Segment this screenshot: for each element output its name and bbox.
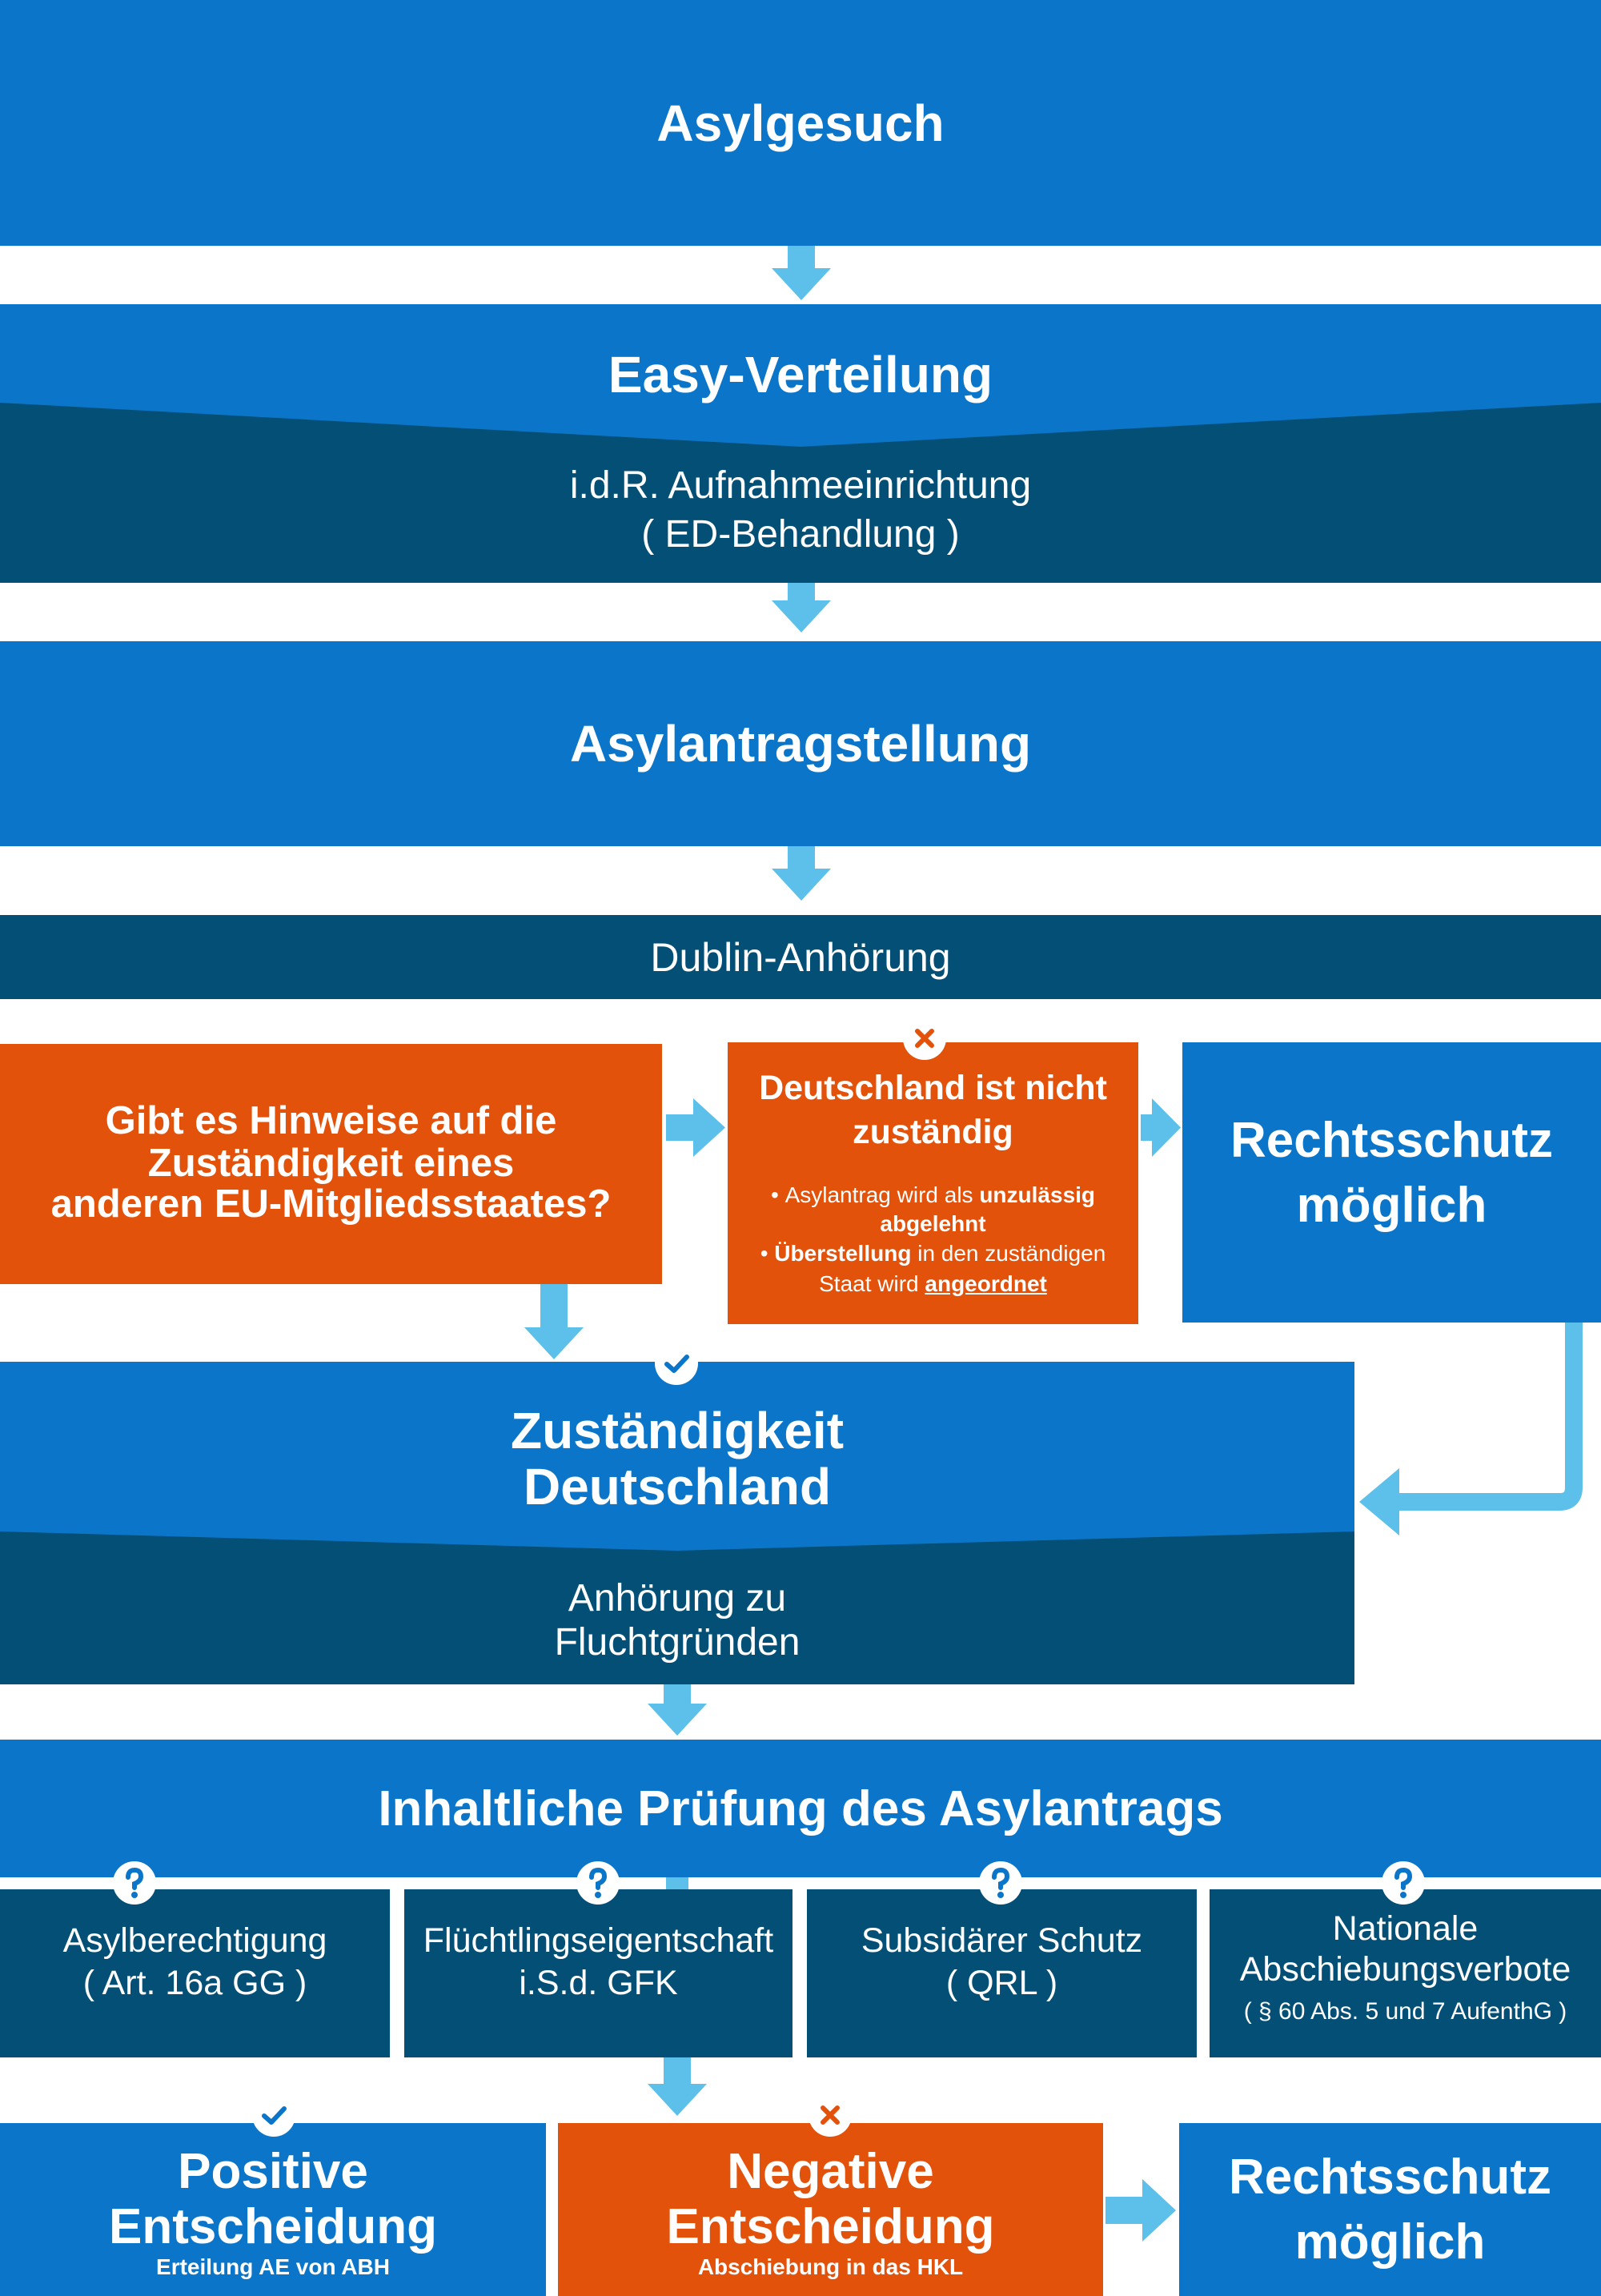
bullet-emphasis: Überstellung (774, 1241, 912, 1266)
legal-protection-line: Rechtsschutz (1230, 1113, 1554, 1168)
arrow-down-icon (772, 583, 831, 632)
criterion-asylberechtigung: Asylberechtigung ( Art. 16a GG ) (0, 1889, 390, 2057)
arrow-right-icon (1105, 2179, 1176, 2242)
step-easy-line: ( ED-Behandlung ) (641, 513, 960, 556)
bullet-text: in den zuständigen (917, 1241, 1106, 1266)
arrow-right-icon (1141, 1098, 1181, 1157)
decision-negative-subtitle: Abschiebung in das HKL (697, 2254, 964, 2279)
criterion-line: ( QRL ) (945, 1964, 1058, 2002)
question-icon (113, 1861, 156, 1905)
examination-title: Inhaltliche Prüfung des Asylantrags (378, 1780, 1223, 1836)
hearing-line: Fluchtgründen (554, 1621, 800, 1664)
arrow-down-icon (648, 1684, 707, 1736)
bullet-transfer-cont: Staat wird angeordnet (728, 1270, 1138, 1299)
criterion-line: i.S.d. GFK (519, 1964, 678, 2002)
connector-stub (666, 1877, 688, 1889)
criterion-subsidiaerer-schutz: Subsidärer Schutz ( QRL ) (807, 1889, 1197, 2057)
arrow-down-icon (648, 2057, 707, 2116)
arrow-down-icon (772, 846, 831, 901)
criterion-line: Nationale (1332, 1909, 1479, 1948)
dublin-question-line: Zuständigkeit eines (147, 1142, 515, 1185)
arrow-right-icon (666, 1098, 725, 1157)
step-asylgesuch-title: Asylgesuch (656, 94, 945, 152)
bullet-inadmissible: Asylantrag wird als unzulässig (728, 1181, 1138, 1210)
legal-protection-line: möglich (1294, 2214, 1486, 2270)
bullet-underlined: angeordnet (925, 1271, 1047, 1296)
criterion-fluechtlingseigenschaft: Flüchtlingseigentschaft i.S.d. GFK (404, 1889, 792, 2057)
question-icon (1382, 1861, 1425, 1905)
criterion-note: ( § 60 Abs. 5 und 7 AufenthG ) (1243, 1998, 1567, 2025)
cross-icon (809, 2093, 852, 2137)
question-icon (576, 1861, 620, 1905)
responsible-germany-box: Zuständigkeit Deutschland Anhörung zu Fl… (0, 1362, 1354, 1684)
step-asylantragstellung: Asylantragstellung (0, 641, 1601, 846)
not-responsible-title: zuständig (853, 1113, 1013, 1151)
bullet-transfer: Überstellung in den zuständigen (728, 1239, 1138, 1268)
decision-positive-title: Entscheidung (109, 2199, 437, 2254)
criterion-line: Abschiebungsverbote (1239, 1950, 1571, 1989)
step-dublin-anhoerung: Dublin-Anhörung (0, 915, 1601, 999)
dublin-question-line: anderen EU-Mitgliedsstaates? (50, 1182, 612, 1226)
step-dublin-title: Dublin-Anhörung (650, 934, 951, 980)
not-responsible-title: Deutschland ist nicht (759, 1069, 1107, 1107)
return-arrow-icon (1359, 1323, 1583, 1535)
decision-negative-title: Negative (727, 2144, 934, 2199)
decision-positive-box: Positive Entscheidung Erteilung AE von A… (0, 2123, 546, 2296)
criterion-line: Asylberechtigung (62, 1921, 327, 1960)
check-icon (655, 1342, 698, 1385)
legal-protection-box: Rechtsschutz möglich (1182, 1042, 1601, 1323)
criterion-line: Flüchtlingseigentschaft (423, 1921, 774, 1960)
responsible-germany-title: Deutschland (523, 1458, 832, 1515)
step-easy-line: i.d.R. Aufnahmeeinrichtung (569, 464, 1032, 507)
dublin-question-box: Gibt es Hinweise auf die Zuständigkeit e… (0, 1044, 662, 1284)
arrow-down-icon (524, 1284, 584, 1359)
decision-negative-title: Entscheidung (666, 2199, 995, 2254)
dublin-question-line: Gibt es Hinweise auf die (105, 1099, 557, 1142)
bullet-emphasis: unzulässig (979, 1182, 1096, 1207)
legal-protection-line: Rechtsschutz (1228, 2149, 1552, 2205)
responsible-germany-title: Zuständigkeit (510, 1402, 845, 1459)
step-easy-title: Easy-Verteilung (608, 346, 993, 403)
step-asylgesuch: Asylgesuch (0, 0, 1601, 246)
bullet-text: Asylantrag wird als (784, 1182, 973, 1207)
cross-icon (903, 1017, 946, 1060)
step-easy-verteilung: Easy-Verteilung i.d.R. Aufnahmeeinrichtu… (0, 304, 1601, 583)
criterion-abschiebungsverbote: Nationale Abschiebungsverbote ( § 60 Abs… (1210, 1889, 1601, 2057)
criterion-line: Subsidärer Schutz (861, 1921, 1143, 1960)
question-icon (979, 1861, 1022, 1905)
decision-positive-subtitle: Erteilung AE von ABH (156, 2254, 390, 2279)
criterion-line: ( Art. 16a GG ) (82, 1964, 307, 2002)
examination-box: Inhaltliche Prüfung des Asylantrags (0, 1740, 1601, 1877)
responsible-germany-header-band (0, 1362, 1354, 1551)
decision-positive-title: Positive (178, 2144, 368, 2199)
decision-negative-box: Negative Entscheidung Abschiebung in das… (558, 2123, 1103, 2296)
bullet-text: Staat wird (819, 1271, 919, 1296)
bullet-emphasis: abgelehnt (880, 1211, 986, 1236)
arrow-down-icon (772, 246, 831, 300)
legal-protection-line: möglich (1296, 1178, 1487, 1233)
hearing-line: Anhörung zu (568, 1577, 787, 1620)
check-icon (252, 2093, 295, 2137)
not-responsible-box: Deutschland ist nicht zuständig Asylantr… (728, 1042, 1138, 1324)
step-asylantragstellung-title: Asylantragstellung (569, 715, 1032, 773)
legal-protection-box: Rechtsschutz möglich (1179, 2123, 1601, 2296)
